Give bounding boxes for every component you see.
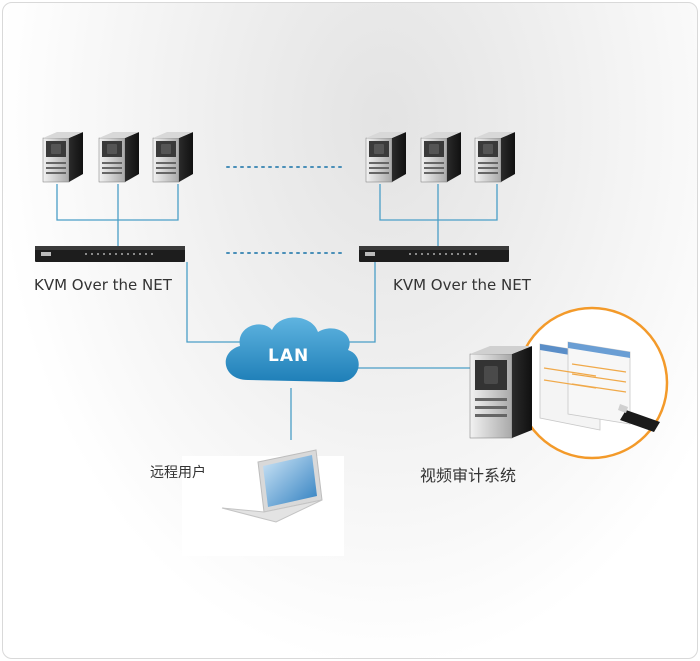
software-screens [539,341,631,431]
kvm-left-label: KVM Over the NET [34,276,172,294]
tower-pc-icon [42,131,84,183]
connection-lines [56,184,498,440]
kvm-switch-icon [35,246,185,262]
video-audit-label: 视频审计系统 [420,466,517,485]
kvm-right-label: KVM Over the NET [393,276,531,294]
kvm-switch-icon [359,246,509,262]
lan-label: LAN [268,346,310,366]
server-icon [469,346,532,439]
tower-pc-icon [420,131,462,183]
dotted-separators [226,166,347,254]
laptop-icon [182,449,344,556]
audit-system-icon [469,306,669,460]
tower-pc-icon [152,131,194,183]
remote-user-label: 远程用户 [150,465,206,481]
cloud-icon [225,317,359,382]
usb-key-icon [618,404,660,432]
tower-pc-icon [474,131,516,183]
tower-pc-icon [98,131,140,183]
tower-pc-icon [365,131,407,183]
